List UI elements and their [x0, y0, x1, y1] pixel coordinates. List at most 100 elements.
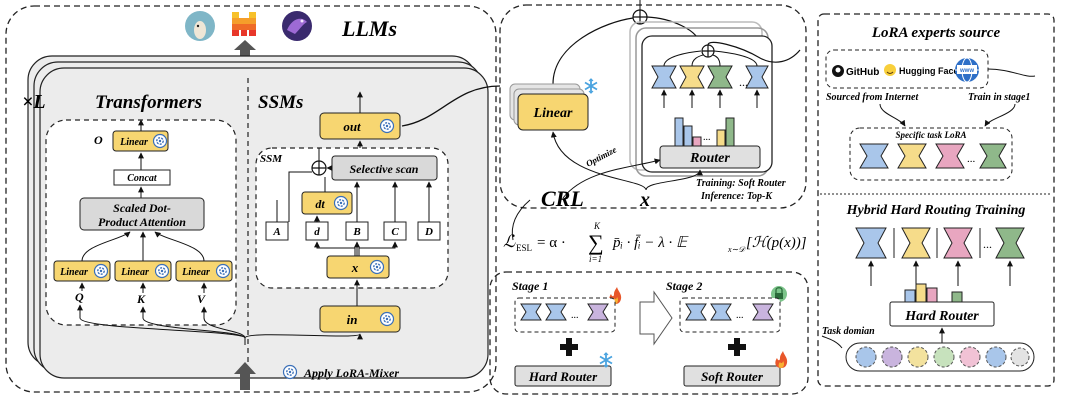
github-label: GitHub — [846, 67, 879, 78]
llm-panel-border — [5, 5, 497, 393]
router-box — [659, 145, 761, 169]
domain-dot-7 — [1010, 347, 1030, 367]
stage2-label: Stage 2 — [666, 279, 702, 293]
sdpa-box — [79, 197, 205, 231]
hybrid-hard-router-label: Hard Router — [904, 309, 979, 324]
linear-label: Linear — [533, 106, 573, 121]
linear-o-box: Linear — [112, 130, 169, 152]
stage2-soft-router-label: Soft Router — [701, 369, 764, 384]
stage1-hard-router-label: Hard Router — [528, 369, 598, 384]
repeat-label: ×L — [22, 91, 46, 113]
sdpa-label-2: Product Attention — [98, 215, 186, 229]
stage1-expert-2 — [545, 303, 567, 321]
gear-icon — [93, 263, 109, 279]
stage1-label: Stage 1 — [512, 279, 548, 293]
dt-label: dt — [315, 197, 325, 211]
b-label: B — [352, 226, 360, 238]
specific-task-label: Specific task LoRA — [896, 130, 967, 140]
stage1-expert-3 — [587, 303, 609, 321]
prob-bar-1 — [674, 117, 684, 147]
stage1-ellipsis: ... — [571, 310, 579, 321]
in-label: in — [347, 312, 358, 327]
llama-icon — [185, 11, 215, 41]
formula-sum-bot: i=1 — [589, 254, 602, 264]
dt-box: dt — [301, 191, 353, 215]
apply-lora-mixer-label: Apply LoRA-Mixer — [303, 366, 399, 380]
formula-bracket: [ℋ(p(x))] — [746, 235, 807, 251]
prob-bar-3 — [692, 136, 702, 147]
crl-panel-border — [499, 4, 807, 209]
k-label: K — [136, 292, 146, 306]
train-stage1-label: Train in stage1 — [968, 92, 1030, 103]
x-box: x — [326, 255, 390, 279]
crl-label: CRL — [541, 186, 584, 211]
concat-label: Concat — [127, 173, 158, 184]
expert-green — [707, 65, 733, 89]
transformers-title: Transformers — [95, 92, 202, 113]
prob-bar-4 — [716, 129, 726, 147]
plus-icon — [728, 338, 746, 356]
stage1-expert-1 — [520, 303, 542, 321]
oplus-icon — [311, 160, 327, 176]
gear-icon — [379, 311, 395, 327]
source-panel-border — [817, 13, 1055, 387]
in-box: in — [319, 305, 401, 333]
gear-icon — [152, 133, 168, 149]
formula-lhs-sub: ESL — [516, 243, 532, 253]
domain-dot-5 — [959, 346, 981, 368]
linear-box: Linear — [517, 93, 589, 131]
stage-arrow — [639, 290, 673, 346]
hybrid-expert-pink — [943, 227, 973, 259]
snowflake-icon — [584, 78, 598, 94]
linear-k-box: Linear — [114, 260, 172, 282]
input-arrow — [240, 372, 250, 390]
domain-dot-6 — [985, 346, 1007, 368]
task-domain-label: Task domian — [822, 326, 875, 337]
mistral-icon — [232, 12, 256, 36]
inference-label: Inference: Top-K — [700, 191, 773, 202]
expert-blue-1 — [651, 65, 677, 89]
linear-v-label: Linear — [181, 267, 210, 278]
www-label: www — [959, 68, 974, 74]
prob-bar-5 — [725, 117, 735, 147]
globe-icon: www — [955, 57, 979, 83]
stage2-expert-2 — [710, 303, 732, 321]
task-ellipsis: ... — [967, 153, 976, 165]
bars-ellipsis: ... — [703, 132, 711, 143]
specific-task-box — [849, 127, 1013, 181]
optimize-label: Optimize — [584, 144, 618, 168]
stage2-ellipsis: ... — [736, 310, 744, 321]
formula-e-sub: x∼𝒟 — [727, 245, 746, 254]
hybrid-bar-2 — [915, 283, 927, 303]
domain-dot-2 — [881, 346, 903, 368]
oplus-icon — [632, 9, 648, 25]
formula-sum-top: K — [593, 221, 601, 231]
c-label: C — [391, 226, 399, 238]
expert-blue-2 — [745, 65, 769, 89]
formula-lhs: ℒ — [503, 232, 516, 251]
llms-title: LLMs — [341, 16, 397, 41]
formula-eq: = α · — [537, 235, 566, 251]
v-label: V — [197, 292, 206, 306]
a-label: A — [272, 226, 280, 238]
hybrid-bar-1 — [904, 289, 916, 303]
flame-icon — [775, 351, 788, 368]
gear-icon — [282, 364, 298, 380]
formula-terms: p̄ᵢ · f̄ᵢ − λ · 𝔼 — [612, 235, 689, 251]
o-label: O — [94, 133, 103, 147]
stage2-expert-1 — [685, 303, 707, 321]
out-label: out — [343, 119, 361, 134]
concat-box — [113, 169, 171, 186]
sdpa-label-1: Scaled Dot- — [113, 201, 171, 215]
domain-dot-1 — [855, 346, 877, 368]
stage2-soft-router-box — [683, 365, 781, 387]
task-lora-blue — [859, 143, 889, 169]
ssms-title: SSMs — [258, 92, 303, 113]
selective-scan-label: Selective scan — [350, 162, 419, 176]
task-lora-green — [979, 143, 1007, 169]
domain-dot-3 — [907, 346, 929, 368]
github-icon — [832, 65, 844, 77]
oplus-icon — [701, 44, 715, 58]
gear-icon — [379, 118, 395, 134]
